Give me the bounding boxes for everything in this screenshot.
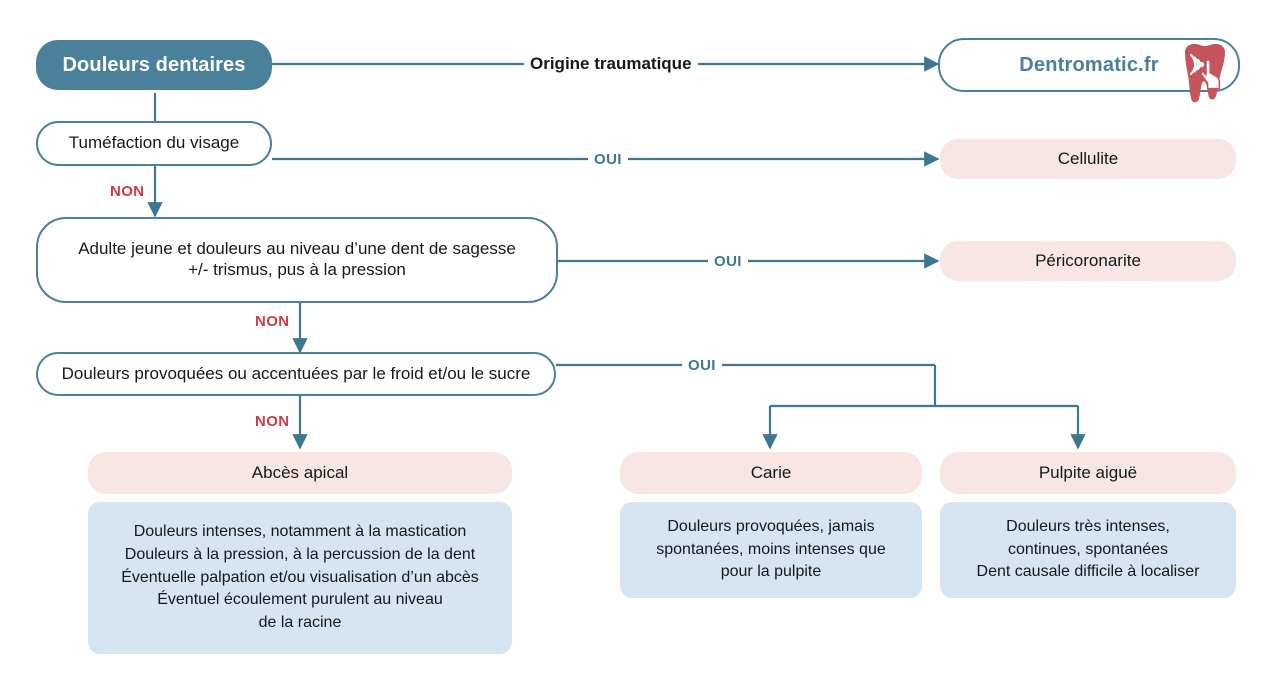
edge-label-oui-carie-pulpite: OUI	[682, 358, 722, 373]
result-label-cellulite: Cellulite	[1057, 148, 1119, 168]
detail-panel-carie: Douleurs provoquées, jamais spontanées, …	[620, 502, 922, 598]
detail-text-carie: Douleurs provoquées, jamais spontanées, …	[656, 517, 886, 581]
decision-node-dent-sagesse[interactable]: Adulte jeune et douleurs au niveau d’une…	[36, 217, 558, 303]
decision-label-tumefaction: Tuméfaction du visage	[68, 133, 240, 153]
result-label-pulpite-aigue: Pulpite aiguë	[1038, 462, 1138, 482]
decision-label-froid-sucre: Douleurs provoquées ou accentuées par le…	[61, 363, 531, 383]
decision-label-dent-sagesse: Adulte jeune et douleurs au niveau d’une…	[78, 239, 516, 279]
result-label-pericoronarite: Péricoronarite	[1035, 250, 1141, 270]
result-node-abces-apical[interactable]: Abcès apical	[88, 452, 512, 494]
result-node-carie[interactable]: Carie	[620, 452, 922, 494]
edge-label-oui-cellulite: OUI	[588, 152, 628, 167]
edge-label-oui-pericoronarite: OUI	[708, 254, 748, 269]
edge-label-non-tumefaction: NON	[104, 184, 151, 199]
detail-panel-abces-apical: Douleurs intenses, notamment à la mastic…	[88, 502, 512, 654]
root-label: Douleurs dentaires	[62, 53, 246, 76]
detail-text-pulpite-aigue: Douleurs très intenses, continues, spont…	[976, 517, 1200, 581]
result-node-cellulite[interactable]: Cellulite	[940, 139, 1236, 179]
decision-node-froid-sucre[interactable]: Douleurs provoquées ou accentuées par le…	[36, 352, 556, 396]
brand-pill-dentromatic[interactable]: Dentromatic.fr	[938, 38, 1240, 103]
detail-text-abces-apical: Douleurs intenses, notamment à la mastic…	[121, 523, 479, 632]
tooth-cursor-icon	[1176, 42, 1230, 106]
edge-label-non-sagesse: NON	[249, 314, 296, 329]
edge-label-non-froid: NON	[249, 414, 296, 429]
root-node-douleurs-dentaires[interactable]: Douleurs dentaires	[36, 40, 272, 90]
edge-label-origine-traumatique: Origine traumatique	[524, 55, 698, 72]
result-node-pulpite-aigue[interactable]: Pulpite aiguë	[940, 452, 1236, 494]
result-label-carie: Carie	[750, 462, 792, 482]
decision-node-tumefaction[interactable]: Tuméfaction du visage	[36, 121, 272, 166]
brand-label: Dentromatic.fr	[1019, 53, 1159, 76]
result-label-abces-apical: Abcès apical	[251, 462, 349, 482]
detail-panel-pulpite-aigue: Douleurs très intenses, continues, spont…	[940, 502, 1236, 598]
result-node-pericoronarite[interactable]: Péricoronarite	[940, 241, 1236, 281]
